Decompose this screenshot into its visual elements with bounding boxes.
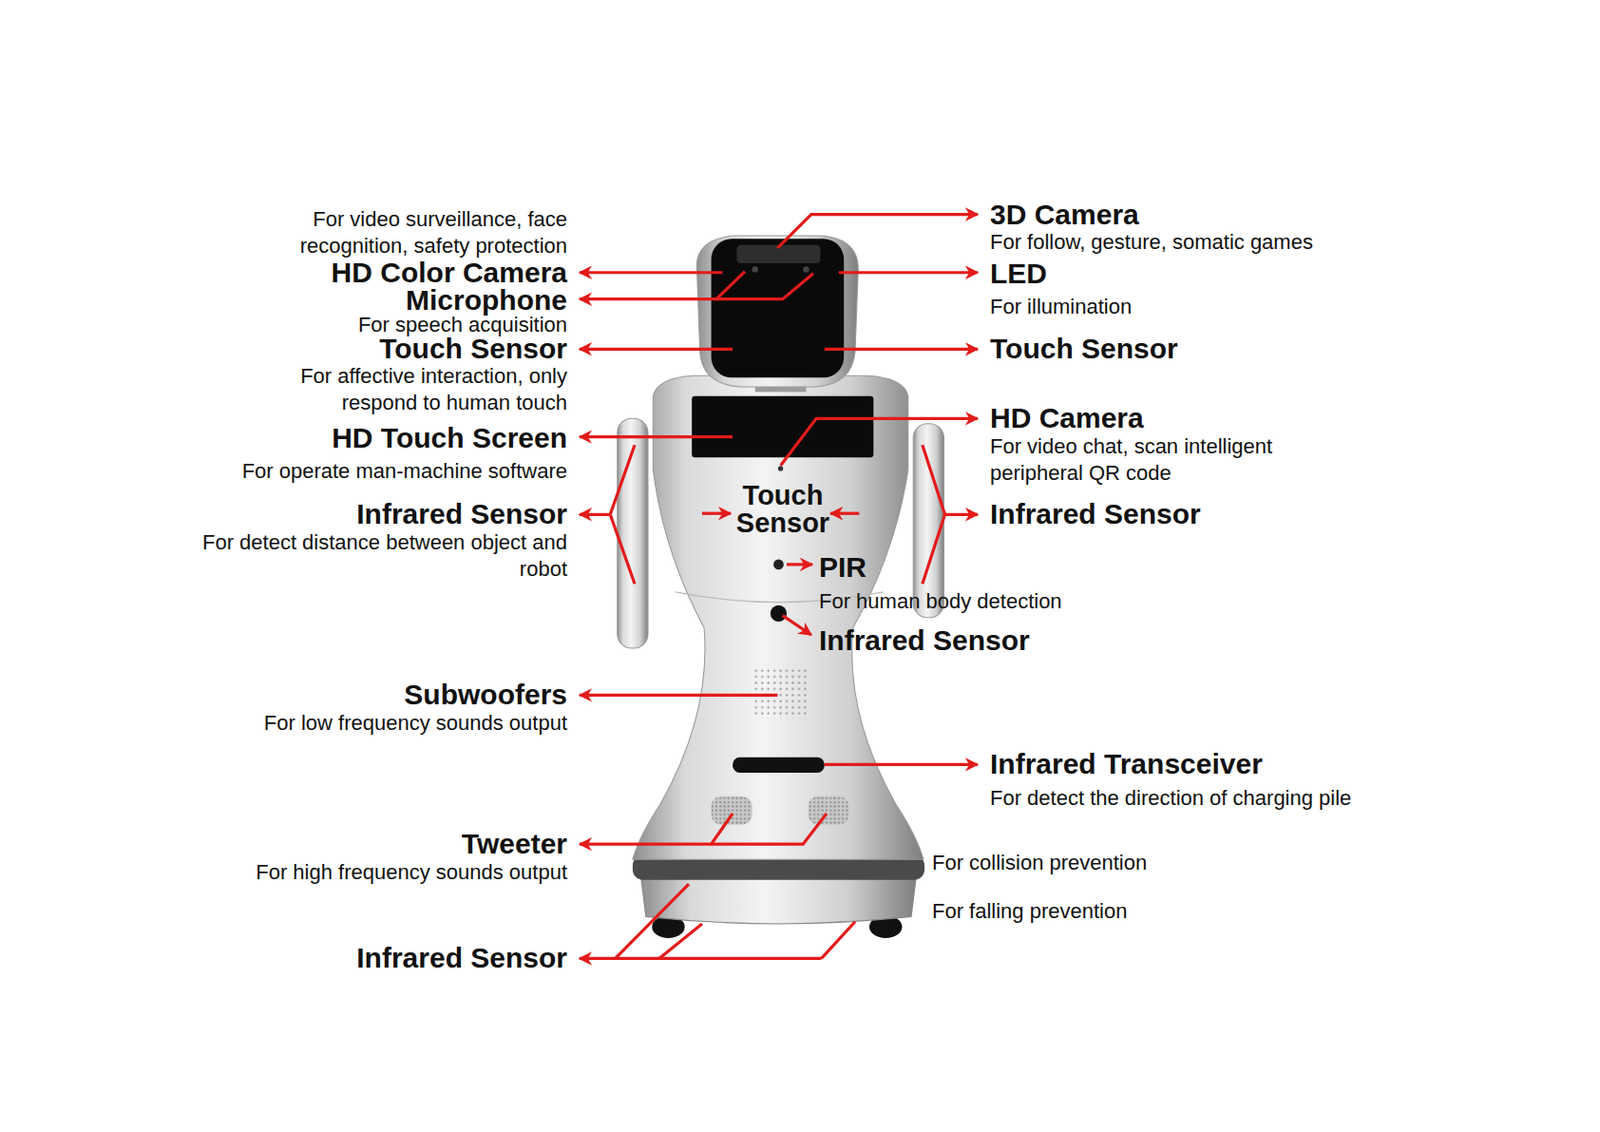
part-name: Infrared Sensor [356, 497, 568, 530]
part-note: For affective interaction, only respond … [225, 362, 568, 416]
part-note: For illumination [990, 293, 1132, 321]
part-name: 3D Camera [990, 198, 1140, 230]
part-note: For detect the direction of charging pil… [990, 784, 1352, 812]
part-name: PIR [819, 551, 867, 583]
part-note: For operate man-machine software [242, 457, 568, 485]
part-note: For follow, gesture, somatic games [990, 228, 1314, 256]
part-note: For collision prevention [932, 849, 1147, 877]
part-name: HD Color Camera [331, 256, 568, 288]
part-note: For high frequency sounds output [255, 858, 568, 886]
part-note: For video chat, scan intelligent periphe… [990, 433, 1371, 486]
part-name: Infrared Sensor [819, 624, 1030, 656]
part-name: Microphone [405, 284, 568, 316]
part-note: For detect distance between object and r… [149, 529, 568, 582]
part-note: For human body detection [819, 588, 1063, 615]
part-name: Touch Sensor [379, 332, 568, 364]
part-note: For falling prevention [932, 897, 1127, 925]
part-name: Infrared Sensor [990, 497, 1201, 530]
part-name: LED [990, 257, 1048, 289]
leader-lines [579, 214, 978, 959]
part-name: HD Touch Screen [331, 421, 568, 454]
part-note: For low frequency sounds output [264, 709, 568, 737]
part-name: Tweeter [461, 827, 568, 859]
part-name: Subwoofers [403, 678, 568, 710]
part-name: Infrared Transceiver [990, 747, 1263, 780]
part-name: HD Camera [990, 401, 1144, 434]
part-name: Touch Sensor [721, 481, 845, 537]
part-name: Touch Sensor [990, 332, 1179, 364]
part-note: For video surveillance, face recognition… [225, 206, 568, 259]
part-name: Infrared Sensor [356, 941, 568, 973]
